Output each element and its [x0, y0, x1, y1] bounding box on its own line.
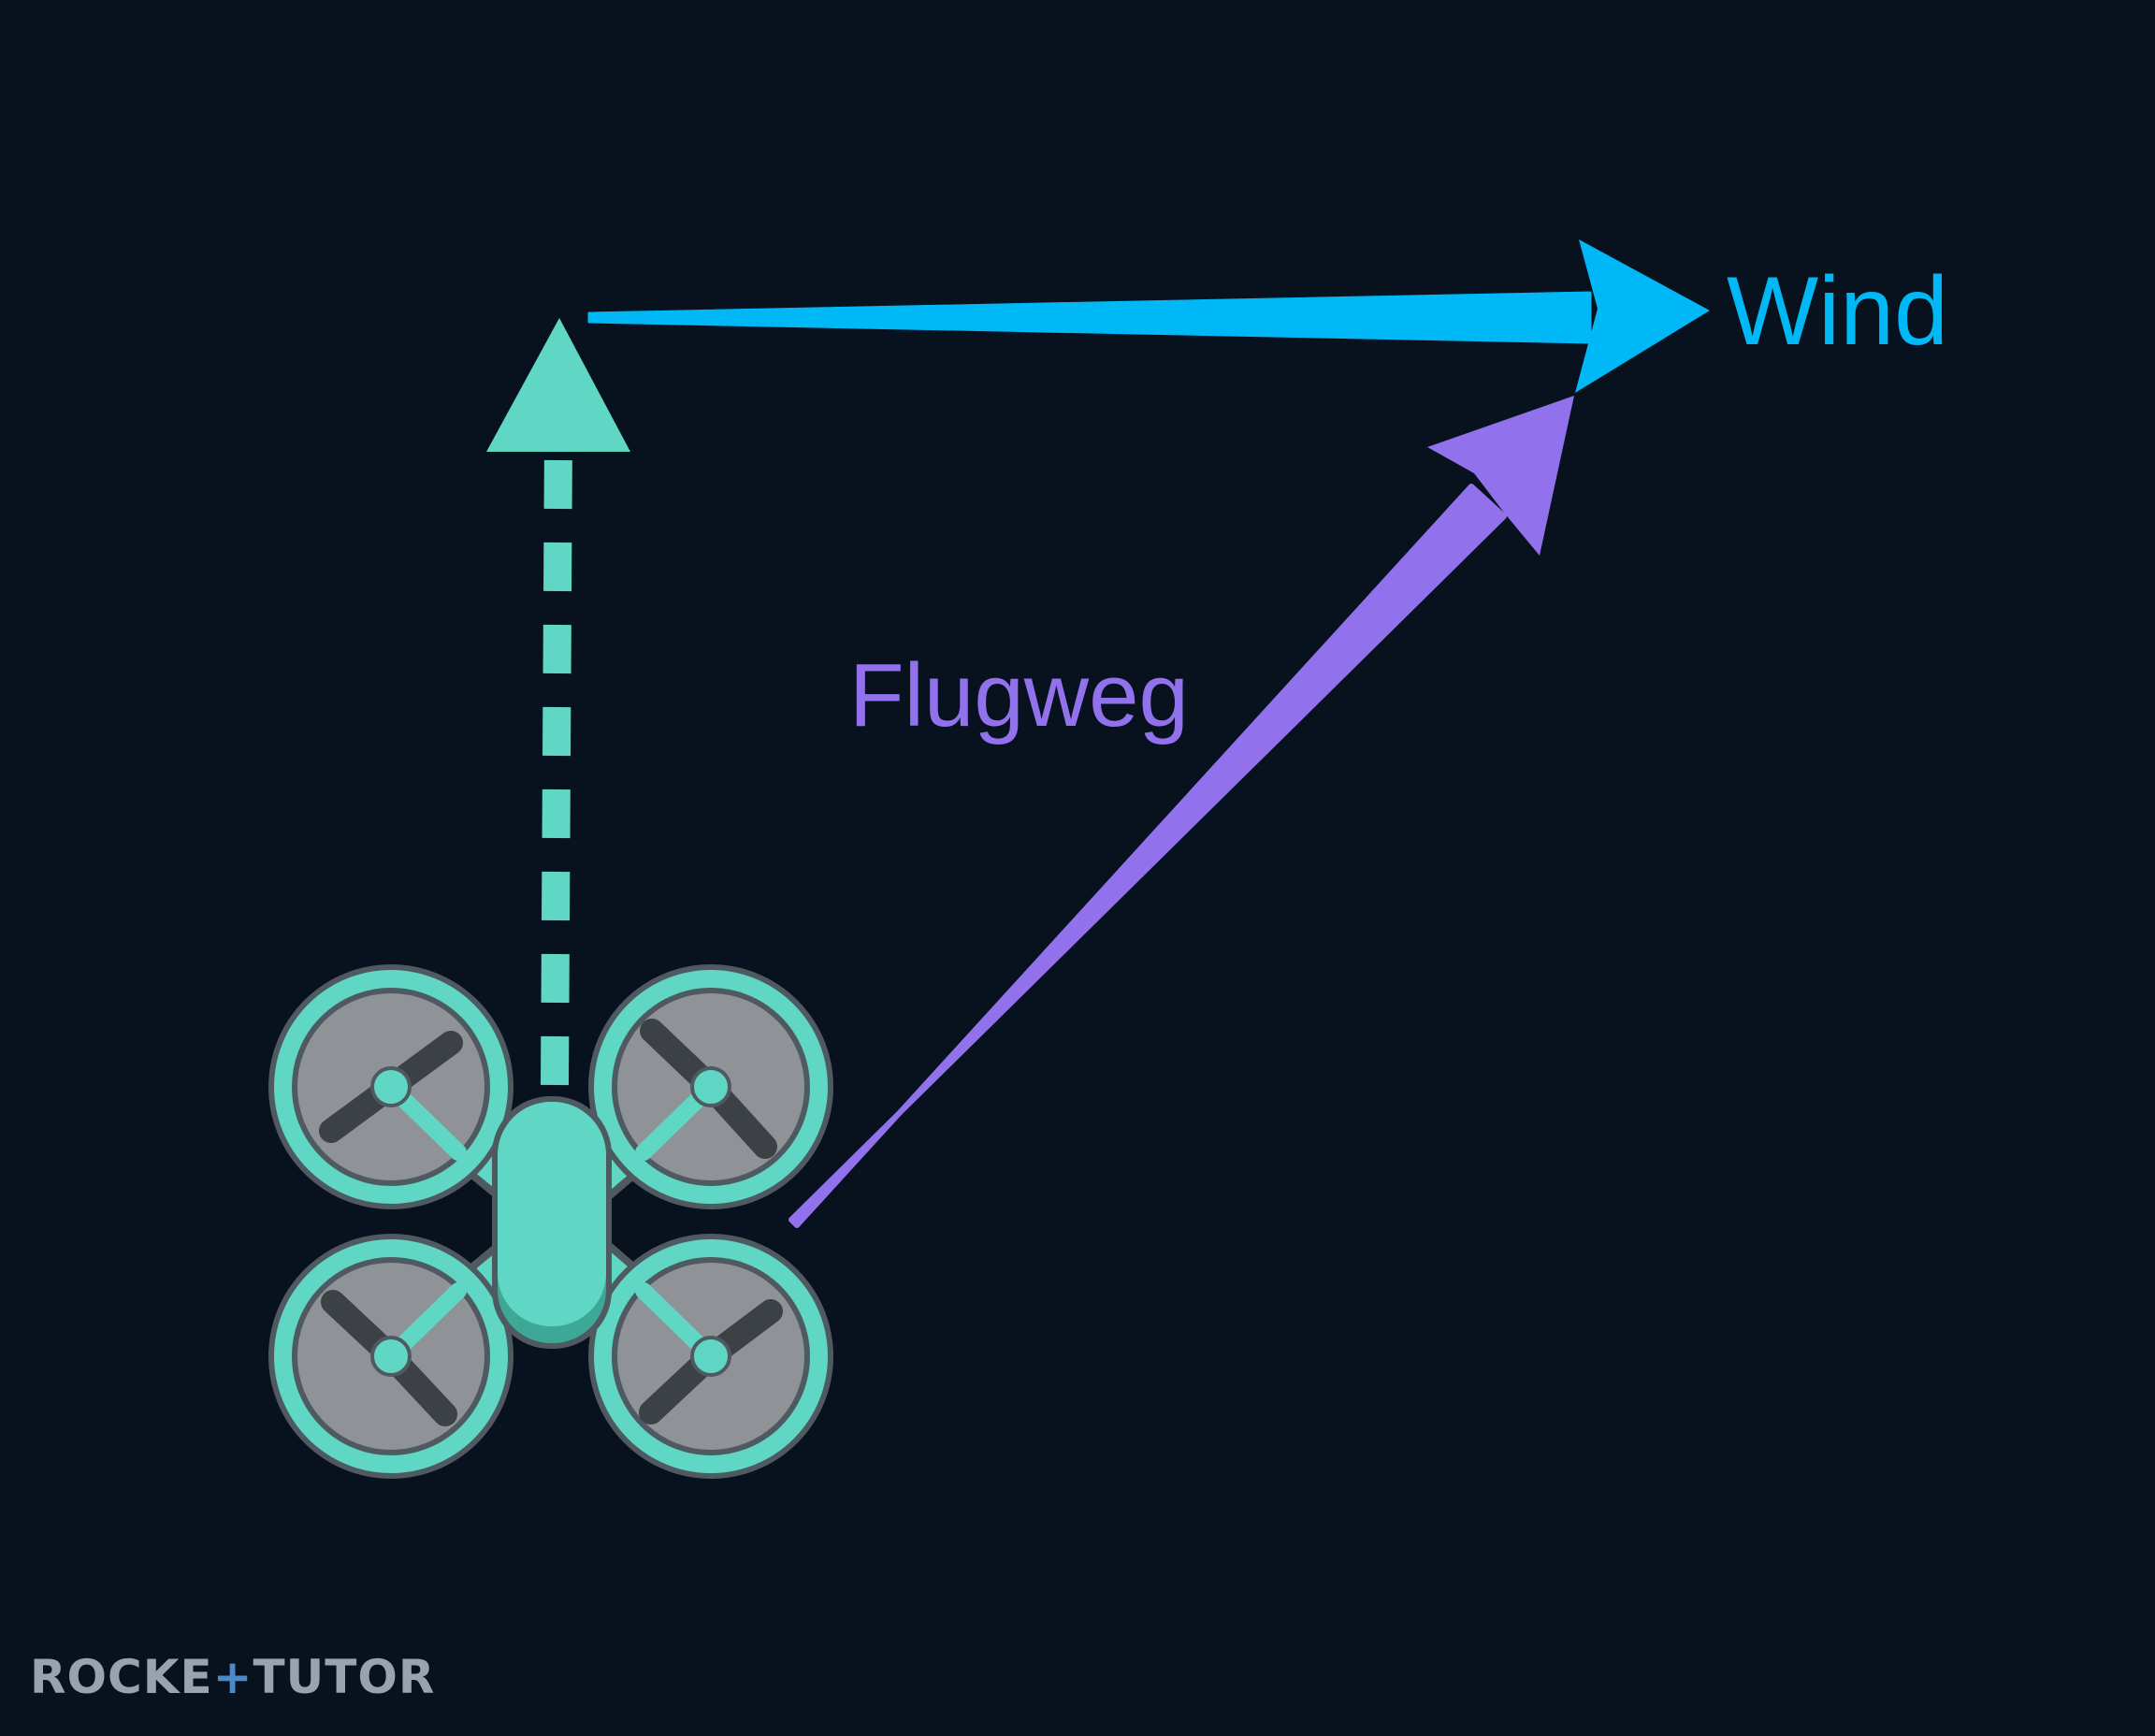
heading-arrowhead: [486, 318, 630, 452]
quadcopter-drone-icon: [268, 964, 833, 1479]
wind-label: Wind: [1727, 257, 1948, 366]
rotor-bottom-left: [268, 1234, 513, 1479]
flight-path-arrowhead: [1427, 396, 1574, 556]
rotor-top-left: [268, 964, 513, 1209]
drone-body: [492, 1096, 612, 1349]
heading-arrow-shaft: [541, 434, 572, 1086]
flight-path-label: Flugweg: [849, 645, 1189, 745]
logo-text-part1: ROCKE: [30, 1650, 213, 1704]
flight-path-arrow: [788, 396, 1574, 1228]
wind-arrow: [587, 239, 1710, 393]
rocketutor-logo: ROCKE+TUTOR: [30, 1650, 435, 1704]
rotor-top-right: [588, 964, 833, 1209]
wind-arrow-shaft: [587, 291, 1592, 344]
wind-arrowhead: [1575, 239, 1710, 393]
rotor-bottom-right: [588, 1234, 833, 1479]
logo-text-part2: TUTOR: [253, 1650, 436, 1704]
logo-rocket-mark: +: [212, 1650, 253, 1704]
flight-path-shaft: [788, 484, 1507, 1228]
heading-arrow: [486, 318, 630, 1086]
